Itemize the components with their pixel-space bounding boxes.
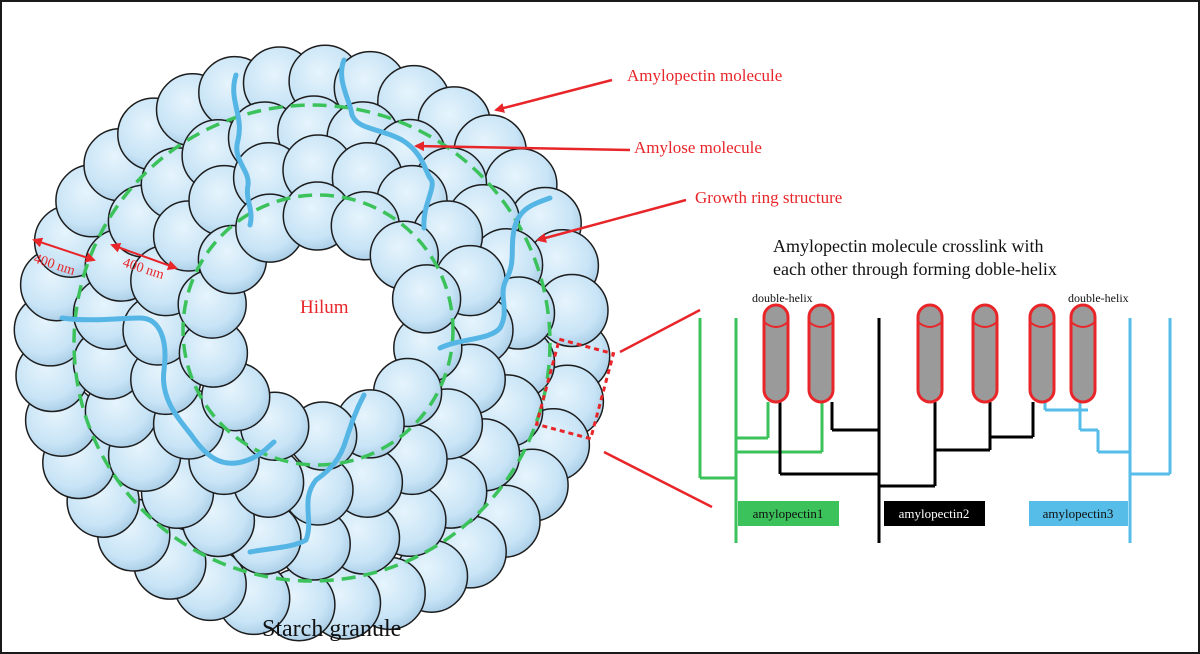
amylopectin2-branches <box>778 318 1035 543</box>
helix-2b <box>971 303 999 404</box>
figure-caption: Starch granule <box>262 616 401 642</box>
label-growth-ring: Growth ring structure <box>695 188 842 207</box>
zoom-connector-top <box>619 308 701 354</box>
arrow-amylose <box>414 141 631 152</box>
double-helices <box>762 303 1097 404</box>
scale-arrow-outer <box>32 237 96 263</box>
amylose-chain-4 <box>59 315 277 466</box>
helix-1b <box>807 303 835 404</box>
inset-title-line1: Amylopectin molecule crosslink with <box>773 236 1043 256</box>
legend-amylopectin3: amylopectin3 <box>1029 501 1128 526</box>
helix-label-right: double-helix <box>1068 291 1129 305</box>
helix-caps <box>763 321 1096 328</box>
amylose-chain-3 <box>437 195 553 351</box>
helix-2a <box>916 303 944 404</box>
amylose-chains <box>59 57 553 555</box>
scale-bars <box>32 237 178 270</box>
inset-title-line2: each other through forming doble-helix <box>773 259 1057 279</box>
hilum-label: Hilum <box>300 297 349 318</box>
arrow-amylopectin <box>494 78 613 113</box>
label-amylose-molecule: Amylose molecule <box>634 138 762 157</box>
scale-arrow-inner <box>110 243 178 270</box>
helix-1a <box>762 303 790 404</box>
label-amylopectin-molecule: Amylopectin molecule <box>627 66 782 85</box>
legend-label-amylopectin1: amylopectin1 <box>753 506 824 521</box>
legend-label-amylopectin2: amylopectin2 <box>899 506 970 521</box>
callout-arrows <box>414 78 687 243</box>
granule-beads <box>13 44 611 642</box>
legend-amylopectin2: amylopectin2 <box>884 501 985 526</box>
growth-ring-outer <box>72 103 552 583</box>
amylose-chain-1 <box>231 72 254 228</box>
growth-ring-inner <box>181 193 455 467</box>
legend-amylopectin1: amylopectin1 <box>738 501 839 526</box>
amylose-chain-5 <box>247 392 367 555</box>
zoom-box <box>534 337 616 441</box>
amylopectin3-branches <box>1043 318 1172 543</box>
zoom-connector-bottom <box>603 450 713 509</box>
helix-3a <box>1028 303 1056 404</box>
helix-label-left: double-helix <box>752 291 813 305</box>
arrow-growth-ring <box>536 198 687 243</box>
amylose-chain-2 <box>339 57 435 231</box>
legend-label-amylopectin3: amylopectin3 <box>1043 506 1114 521</box>
helix-3b <box>1069 303 1097 404</box>
